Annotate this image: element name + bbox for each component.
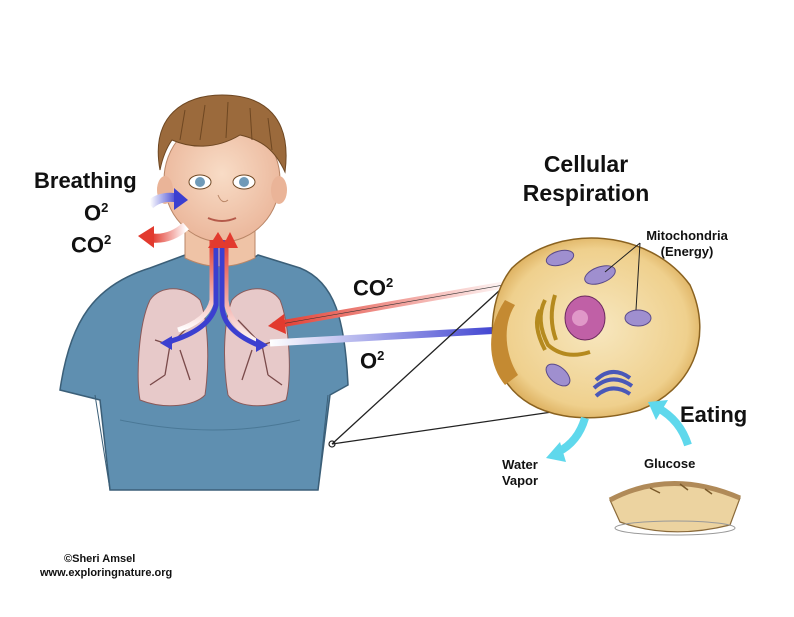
water-vapor-arrow: [556, 416, 589, 456]
hair: [157, 94, 287, 174]
mitochondria-label: Mitochondria (Energy): [646, 228, 728, 259]
title: Cellular Respiration: [522, 151, 650, 206]
golgi-body: [592, 370, 634, 398]
left-lung: [137, 288, 209, 407]
o2-cell-label: O2: [360, 348, 385, 374]
zoom-line: [331, 289, 553, 445]
pie: [608, 481, 741, 536]
water-vapor-label: Water Vapor: [501, 457, 539, 488]
breathing-label: Breathing: [34, 168, 137, 193]
co2-exhale-arrow: [151, 222, 189, 243]
o2-to-cell-arrow: [269, 326, 503, 347]
eating-label: Eating: [680, 402, 748, 427]
co2-cell-label: CO2: [353, 275, 394, 301]
child-figure: [59, 94, 349, 491]
o2-breathing-label: O2: [84, 200, 109, 226]
credit-author: ©Sheri Amsel: [64, 553, 136, 565]
cell: [491, 237, 701, 419]
glucose-label: Glucose: [644, 456, 696, 471]
endoplasmic-reticulum: [534, 294, 591, 357]
credit: ©Sheri Amsel www.exploringnature.org: [40, 552, 172, 580]
credit-site: www.exploringnature.org: [40, 567, 173, 579]
co2-breathing-label: CO2: [71, 232, 112, 258]
trachea-co2-tube: [223, 240, 264, 348]
